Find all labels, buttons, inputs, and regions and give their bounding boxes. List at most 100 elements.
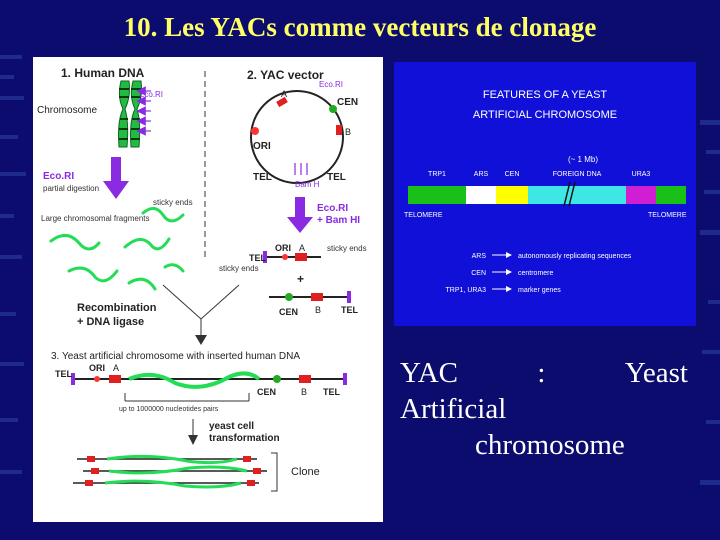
yac-tel-left: TEL	[55, 369, 73, 379]
yac-tel-right-cap	[343, 373, 347, 385]
chromosome-label: Chromosome	[37, 105, 97, 116]
yac-features-diagram-svg: FEATURES OF A YEAST ARTIFICIAL CHROMOSOM…	[394, 62, 696, 326]
arm-a-label: A	[299, 243, 305, 253]
vector-cen-dot	[329, 105, 337, 113]
yac-a: A	[113, 363, 119, 373]
segment-label-1: ARS	[474, 171, 489, 178]
partial-digestion-label: partial digestion	[43, 184, 99, 193]
transformation-line1: yeast cell	[209, 421, 254, 432]
vector-cen-label: CEN	[337, 97, 358, 108]
plus-label: +	[297, 272, 304, 286]
yac-cloning-diagram-svg: 1. Human DNA Chromosome Eco.RI	[33, 57, 383, 497]
arm-ori-label: ORI	[275, 243, 291, 253]
legend-term-0: ARS	[472, 253, 487, 260]
arm-sticky-right: sticky ends	[327, 244, 367, 253]
ecori-partial-label: Eco.RI	[43, 171, 74, 182]
arm2-b-label: B	[315, 305, 321, 315]
vector-b-label: B	[345, 127, 351, 137]
yac-cen: CEN	[257, 387, 276, 397]
ecori-bamhi-line1: Eco.RI	[317, 203, 348, 214]
vector-digest-arrow-head	[287, 217, 313, 233]
vector-ori-label: ORI	[253, 141, 271, 152]
arm1-ori-dot	[282, 254, 288, 260]
clone-bracket	[271, 453, 277, 491]
transformation-arrow-head	[188, 435, 198, 445]
segment-3	[528, 186, 626, 204]
vector-gene-b	[336, 125, 342, 135]
caption-colon: :	[537, 355, 545, 391]
segment-1	[466, 186, 496, 204]
digest-arrow-shaft	[111, 157, 121, 181]
step2-label: 2. YAC vector	[247, 68, 324, 82]
recombination-line2: + DNA ligase	[77, 316, 144, 328]
arm2-cen-label: CEN	[279, 307, 298, 317]
legend-term-1: CEN	[471, 270, 486, 277]
vector-ecori-label: Eco.RI	[319, 80, 343, 89]
legend-meaning-2: marker genes	[518, 287, 561, 294]
vector-tel-right: TEL	[327, 172, 346, 183]
caption-yac: YAC	[400, 355, 458, 391]
caption-line2: Artificial	[400, 391, 690, 427]
arm2-gene-b	[311, 293, 323, 301]
arm-sticky-left: sticky ends	[219, 264, 259, 273]
segment-4	[626, 186, 656, 204]
arm-tel-label: TEL	[249, 253, 267, 263]
legend-term-2: TRP1, URA3	[446, 287, 487, 294]
yac-cen-dot	[273, 375, 281, 383]
step1-label: 1. Human DNA	[61, 66, 145, 80]
arm2-tel-label: TEL	[341, 305, 359, 315]
yac-features-diagram: FEATURES OF A YEAST ARTIFICIAL CHROMOSOM…	[394, 62, 696, 326]
caption-line3: chromosome	[400, 427, 690, 463]
telomere-left: TELOMERE	[404, 212, 443, 219]
legend-arrow-head-2	[506, 286, 512, 292]
segment-labels: TRP1 ARS CEN FOREIGN DNA URA3	[428, 171, 650, 178]
vector-tel-left: TEL	[253, 172, 272, 183]
ecori-label: Eco.RI	[139, 90, 163, 99]
yac-gene-b	[299, 375, 311, 383]
arm2-tel-cap	[347, 291, 351, 303]
segment-5	[656, 186, 686, 204]
yac-caption: YAC : Yeast Artificial chromosome	[400, 355, 690, 463]
vector-digest-arrow-shaft	[295, 197, 305, 219]
arm1-gene-a	[295, 253, 307, 261]
yac-b: B	[301, 387, 307, 397]
legend-meaning-1: centromere	[518, 270, 554, 277]
segment-label-3: FOREIGN DNA	[553, 171, 602, 178]
transformation-line2: transformation	[209, 433, 280, 444]
recombination-line1: Recombination	[77, 302, 157, 314]
yac-insert-dna	[129, 373, 259, 386]
merge-lines	[163, 285, 239, 319]
legend-arrow-head-0	[506, 252, 512, 258]
segment-label-4: URA3	[632, 171, 651, 178]
segment-0	[408, 186, 466, 204]
legend-meaning-0: autonomously replicating sequences	[518, 253, 632, 260]
size-label: (~ 1 Mb)	[568, 155, 598, 164]
slide-title: 10. Les YACs comme vecteurs de clonage	[0, 12, 720, 43]
digest-arrow-head	[103, 181, 129, 199]
step3-label: 3. Yeast artificial chromosome with inse…	[51, 351, 300, 362]
ecori-bamhi-line2: + Bam HI	[317, 215, 360, 226]
yac-ori-dot	[94, 376, 100, 382]
segment-label-2: CEN	[505, 171, 520, 178]
clone-copies	[73, 456, 267, 487]
yac-segment-bar	[408, 186, 686, 204]
arm2-cen-dot	[285, 293, 293, 301]
yac-ori: ORI	[89, 363, 105, 373]
yac-cloning-diagram: 1. Human DNA Chromosome Eco.RI	[33, 57, 383, 522]
insert-size-label: up to 1000000 nucleotides pairs	[119, 406, 219, 413]
yac-gene-a	[109, 375, 121, 383]
segment-label-0: TRP1	[428, 171, 446, 178]
features-legend: ARS autonomously replicating sequencesCEN…	[446, 252, 632, 294]
segment-2	[496, 186, 528, 204]
telomere-right: TELOMERE	[648, 212, 687, 219]
caption-line1: YAC : Yeast	[400, 355, 688, 391]
yac-vector-circle	[251, 91, 343, 183]
vector-bamh-label: Bam H	[295, 180, 320, 189]
merge-arrow-head	[195, 335, 207, 345]
vector-a-label: A	[281, 89, 287, 99]
large-fragments-label: Large chromosomal fragments	[41, 214, 150, 223]
features-title-line2: ARTIFICIAL CHROMOSOME	[473, 109, 617, 121]
yac-tel-right: TEL	[323, 387, 341, 397]
sticky-ends-label: sticky ends	[153, 198, 193, 207]
clone-label: Clone	[291, 466, 320, 478]
